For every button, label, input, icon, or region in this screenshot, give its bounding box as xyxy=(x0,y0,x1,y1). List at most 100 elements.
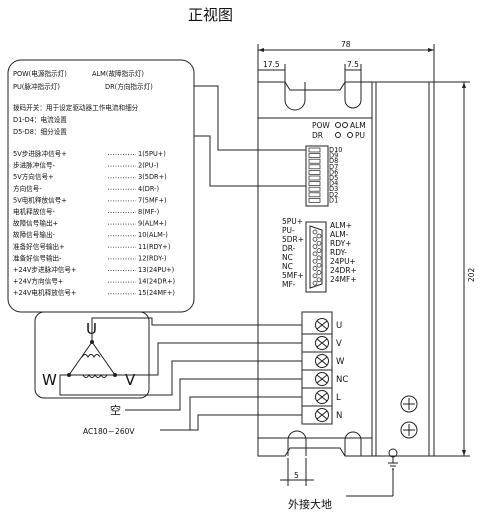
db15-right-label: ALM- xyxy=(330,230,349,239)
dip-label: D10 xyxy=(329,146,342,154)
db15-pin xyxy=(316,270,322,275)
signal-pin: 11(RDY+) xyxy=(138,243,170,251)
dip-label: D2 xyxy=(329,191,338,199)
db15-left-label: 5DR+ xyxy=(282,235,304,244)
db15-pin xyxy=(312,266,318,271)
dip-label: D5 xyxy=(329,174,338,182)
db15-pin xyxy=(316,248,322,253)
signal-pin: 12(RDY-) xyxy=(138,254,166,262)
db15-pin xyxy=(316,233,322,239)
signal-name: 5V步进脉冲信号+ xyxy=(13,149,67,158)
motor-v-label: V xyxy=(125,371,136,389)
dip-label: D3 xyxy=(329,185,338,193)
db15-right-label: RDY- xyxy=(330,248,347,257)
dimension-lines xyxy=(257,44,470,486)
signal-list: 5V步进脉冲信号+1(5PU+)步进脉冲信号-2(PU-)5V方向信号+3(5D… xyxy=(13,149,175,297)
db15-pin xyxy=(312,251,318,257)
led-pow-label: POW xyxy=(312,121,330,130)
signal-name: 5V方向信号+ xyxy=(13,172,54,181)
ground-label: 外接大地 xyxy=(288,497,332,511)
terminal-screw-icon[interactable] xyxy=(315,372,329,386)
db15-left-label: MF- xyxy=(282,280,296,289)
legend-dr: DR(方向指示灯) xyxy=(105,82,153,91)
dip-label: D9 xyxy=(329,152,338,160)
dip-label: D7 xyxy=(329,163,338,171)
db15-pin xyxy=(312,244,318,249)
db15-left-label: DR- xyxy=(282,244,296,253)
dip-lever[interactable] xyxy=(308,170,321,175)
signal-pin: 9(ALM+) xyxy=(138,220,167,228)
legend-pow: POW(电源指示灯) xyxy=(13,69,67,78)
dim-left-offset: 17.5 xyxy=(263,60,280,69)
dip-lever[interactable] xyxy=(308,158,321,164)
db15-right-label: 24PU+ xyxy=(330,257,356,266)
signal-name: 步进脉冲信号- xyxy=(13,161,56,170)
signal-name: 准备好信号输出- xyxy=(13,253,62,262)
signal-pin: 10(ALM-) xyxy=(138,231,168,239)
dip-lever[interactable] xyxy=(308,175,321,181)
terminal-screw-icon[interactable] xyxy=(315,354,329,368)
nc-empty-label: 空 xyxy=(110,403,121,417)
signal-name: 电机释放信号- xyxy=(13,207,56,216)
db15-pin xyxy=(312,280,318,286)
dip-lever[interactable] xyxy=(308,164,321,170)
dim-height: 202 xyxy=(467,267,476,282)
dip-lever[interactable] xyxy=(308,181,321,186)
led-alm-icon xyxy=(342,122,348,128)
terminal-label: V xyxy=(336,339,342,349)
driver-body xyxy=(257,81,435,457)
signal-name: 故障信号输出+ xyxy=(13,219,58,228)
db15-left-label: PU- xyxy=(282,226,295,235)
led-panel: POW ALM DR PU xyxy=(312,121,366,140)
db15-connector[interactable]: 5PU+PU-5DR+DR-NCNC5MF+MF-ALM+ALM-RDY+RDY… xyxy=(282,217,357,293)
signal-name: +24V电机释放信号+ xyxy=(13,288,77,297)
dim-right-offset: 7.5 xyxy=(347,60,359,69)
db15-right-label: 24MF+ xyxy=(330,275,357,284)
terminal-screw-icon[interactable] xyxy=(315,336,329,350)
db15-pin xyxy=(312,273,318,279)
dip-label: D8 xyxy=(329,157,338,165)
signal-pin: 15(24MF+) xyxy=(138,289,175,297)
signal-name: 方向信号- xyxy=(13,184,42,193)
db15-pin xyxy=(316,277,322,283)
dip-lever[interactable] xyxy=(308,147,321,153)
dip-lever[interactable] xyxy=(308,192,321,198)
dip-lever[interactable] xyxy=(308,198,321,203)
signal-name: 准备好信号输出+ xyxy=(13,242,65,251)
led-pu-icon xyxy=(347,132,353,138)
dip-label: D1 xyxy=(329,196,338,204)
motor-box xyxy=(34,311,150,399)
signal-pin: 8(MF-) xyxy=(138,208,159,216)
ground-screw-icon xyxy=(400,421,418,439)
ground-icon xyxy=(346,448,398,497)
db15-pin xyxy=(316,255,322,261)
dip-label: D6 xyxy=(329,168,338,176)
db15-pin xyxy=(316,262,322,268)
wiring xyxy=(59,85,306,431)
signal-pin: 1(5PU+) xyxy=(138,150,166,158)
legend-d5-d8: D5-D8：细分设置 xyxy=(13,127,67,136)
terminal-screw-icon[interactable] xyxy=(315,408,329,422)
signal-pin: 7(5MF+) xyxy=(138,196,167,204)
signal-pin: 4(DR-) xyxy=(138,185,159,193)
dip-label: D4 xyxy=(329,180,338,188)
terminal-label: W xyxy=(336,357,345,367)
db15-right-label: 24DR+ xyxy=(330,266,357,275)
motor-u-label: U xyxy=(86,320,97,338)
terminal-screw-icon[interactable] xyxy=(315,390,329,404)
legend-dip-desc: 拨码开关：用于设定驱动器工作电流和细分 xyxy=(13,103,139,112)
led-pow-icon xyxy=(335,122,341,128)
db15-left-label: NC xyxy=(282,262,293,271)
dim-bottom-slot: 5 xyxy=(294,471,299,480)
terminal-label: N xyxy=(336,411,342,421)
signal-name: +24V方向信号+ xyxy=(13,277,63,286)
terminal-label: U xyxy=(336,321,342,331)
dip-lever[interactable] xyxy=(308,153,321,158)
terminal-screw-icon[interactable] xyxy=(315,318,329,332)
dip-lever[interactable] xyxy=(308,186,321,192)
db15-left-label: 5MF+ xyxy=(282,271,304,280)
db15-pin xyxy=(312,229,318,235)
